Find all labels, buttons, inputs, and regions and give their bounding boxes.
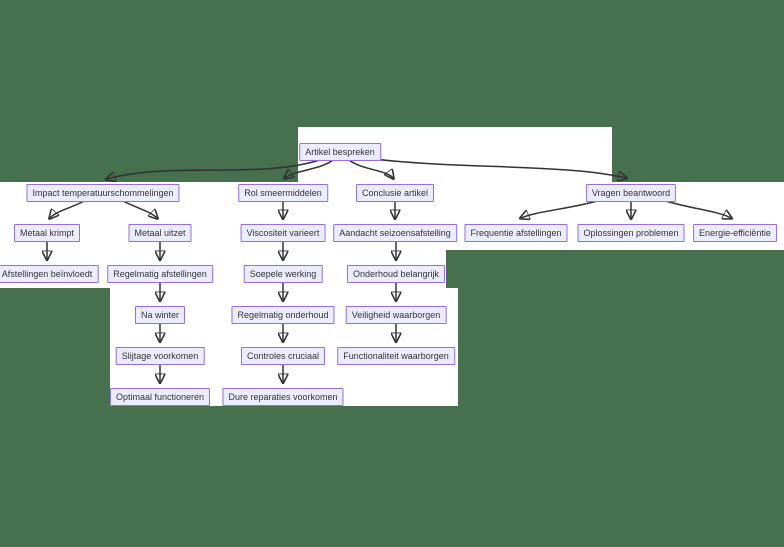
node-dure-reparaties-voorkomen: Dure reparaties voorkomen <box>222 388 344 406</box>
edge-vragen-energie <box>661 199 731 218</box>
node-controles-cruciaal: Controles cruciaal <box>240 347 326 365</box>
edge-root-conclusie <box>348 159 393 178</box>
edge-impact-uitzet <box>120 199 157 218</box>
node-frequentie-afstellingen: Frequentie afstellingen <box>464 224 568 242</box>
node-energie-efficientie: Energie-efficiëntie <box>693 224 777 242</box>
node-optimaal-functioneren: Optimaal functioneren <box>109 388 211 406</box>
edge-impact-krimpt <box>50 199 87 218</box>
node-aandacht-seizoensafstelling: Aandacht seizoensafstelling <box>333 224 457 242</box>
node-functionaliteit-waarborgen: Functionaliteit waarborgen <box>337 347 455 365</box>
node-viscositeit-varieert: Viscositeit varieert <box>240 224 326 242</box>
node-veiligheid-waarborgen: Veiligheid waarborgen <box>345 306 447 324</box>
edge-root-impact <box>107 158 324 179</box>
node-metaal-krimpt: Metaal krimpt <box>13 224 81 242</box>
edge-root-rol <box>285 159 334 178</box>
node-regelmatig-afstellingen: Regelmatig afstellingen <box>107 265 213 283</box>
node-metaal-uitzet: Metaal uitzet <box>128 224 192 242</box>
node-onderhoud-belangrijk: Onderhoud belangrijk <box>346 265 446 283</box>
edge-root-vragen <box>357 156 626 178</box>
node-afstellingen-beinvloedt: Afstellingen beïnvloedt <box>0 265 99 283</box>
node-artikel-bespreken: Artikel bespreken <box>299 143 381 161</box>
node-na-winter: Na winter <box>134 306 186 324</box>
node-vragen-beantwoord: Vragen beantwoord <box>585 184 677 202</box>
edge-vragen-frequentie <box>521 199 602 218</box>
node-regelmatig-onderhoud: Regelmatig onderhoud <box>231 306 335 324</box>
node-impact-temperatuurschommelingen: Impact temperatuurschommelingen <box>26 184 180 202</box>
node-oplossingen-problemen: Oplossingen problemen <box>577 224 685 242</box>
node-soepele-werking: Soepele werking <box>243 265 323 283</box>
node-rol-smeermiddelen: Rol smeermiddelen <box>238 184 328 202</box>
node-conclusie-artikel: Conclusie artikel <box>355 184 435 202</box>
node-slijtage-voorkomen: Slijtage voorkomen <box>115 347 205 365</box>
